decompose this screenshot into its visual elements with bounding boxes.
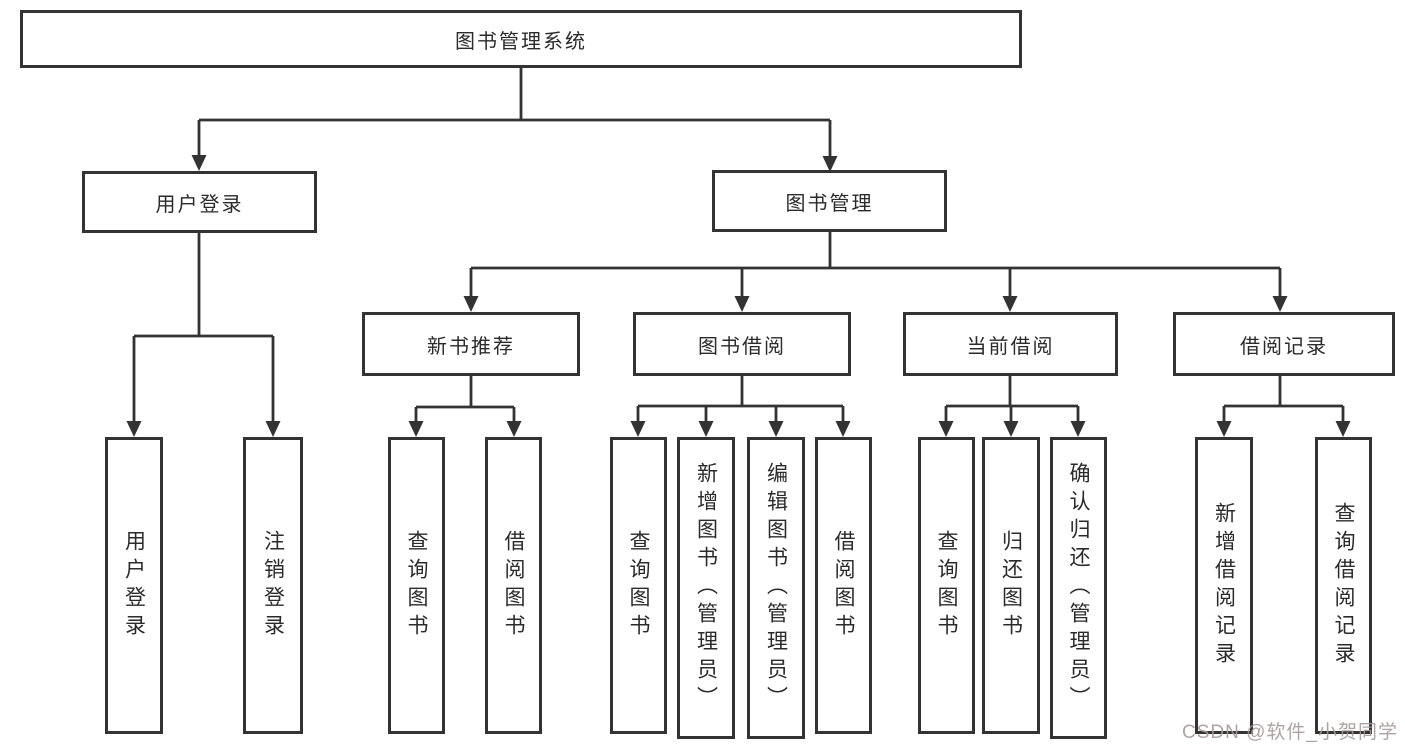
arrow-down-icon <box>506 421 522 437</box>
leaf-borrow-add-books-admin: 新增图书（管理员） <box>677 437 735 739</box>
arrow-down-icon <box>938 421 954 437</box>
leaf-current-query-books: 查询图书 <box>918 437 975 734</box>
arrow-down-icon <box>1216 421 1232 437</box>
arrow-down-icon <box>698 421 714 437</box>
leaf-recommend-borrow-books: 借阅图书 <box>485 437 542 734</box>
arrow-down-icon <box>126 421 142 437</box>
node-borrow-records: 借阅记录 <box>1173 312 1395 376</box>
arrow-down-icon <box>1335 421 1351 437</box>
node-book-management: 图书管理 <box>712 170 947 232</box>
node-user-login: 用户登录 <box>82 171 317 233</box>
arrow-down-icon <box>408 421 424 437</box>
arrow-down-icon <box>191 155 207 171</box>
arrow-down-icon <box>1070 421 1086 437</box>
csdn-watermark: CSDN @软件_小贺同学 <box>1182 722 1398 743</box>
node-book-borrow: 图书借阅 <box>633 312 851 376</box>
leaf-logout: 注销登录 <box>243 437 303 734</box>
arrowheads <box>126 155 1351 437</box>
arrow-down-icon <box>1003 421 1019 437</box>
arrow-down-icon <box>835 421 851 437</box>
arrow-down-icon <box>265 421 281 437</box>
arrow-down-icon <box>1002 296 1018 312</box>
leaf-borrow-edit-books-admin: 编辑图书（管理员） <box>747 437 805 739</box>
arrow-down-icon <box>1272 296 1288 312</box>
arrow-down-icon <box>630 421 646 437</box>
node-current-borrow: 当前借阅 <box>903 312 1118 376</box>
arrow-down-icon <box>463 296 479 312</box>
node-new-book-recommend: 新书推荐 <box>362 312 580 376</box>
connector-borrow-to-leaves <box>636 376 845 422</box>
leaf-current-return-books: 归还图书 <box>982 437 1040 734</box>
leaf-borrow-borrow-books: 借阅图书 <box>815 437 872 734</box>
connector-book-mgmt-to-level3 <box>469 232 1282 297</box>
leaf-records-query-record: 查询借阅记录 <box>1315 437 1372 734</box>
arrow-down-icon <box>822 156 838 172</box>
leaf-current-confirm-return-admin: 确认归还（管理员） <box>1050 437 1107 739</box>
connector-current-to-leaves <box>944 376 1080 422</box>
leaf-borrow-query-books: 查询图书 <box>610 437 667 734</box>
connector-records-to-leaves <box>1222 376 1345 422</box>
leaf-records-add-record: 新增借阅记录 <box>1195 437 1253 734</box>
arrow-down-icon <box>734 296 750 312</box>
leaf-recommend-query-books: 查询图书 <box>388 437 445 734</box>
arrow-down-icon <box>768 421 784 437</box>
connector-user-login-to-leaves <box>132 233 275 422</box>
leaf-user-login: 用户登录 <box>105 437 163 734</box>
connector-root-to-level2 <box>197 68 832 157</box>
node-root-system: 图书管理系统 <box>20 10 1022 68</box>
connector-new-rec-to-leaves <box>414 376 516 422</box>
